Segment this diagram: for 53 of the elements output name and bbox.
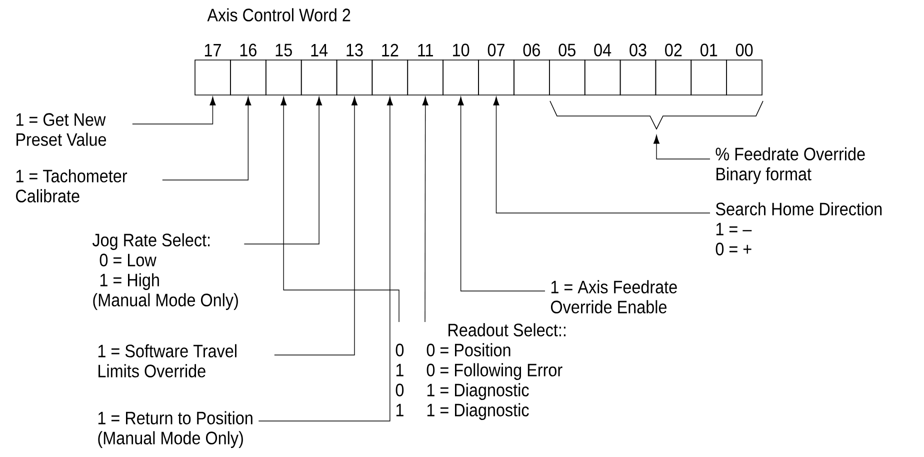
leader-arrow — [653, 135, 710, 160]
annotation-text: % Feedrate Override Binary format — [716, 147, 865, 184]
leader-arrow — [458, 96, 546, 292]
node-label: 02 — [665, 44, 682, 56]
bit-cell: 02 — [655, 44, 692, 96]
leader-arrow — [280, 96, 400, 322]
bit-cell: 06 — [514, 44, 550, 96]
bracket — [550, 100, 764, 130]
bit-cell: 00 — [726, 44, 762, 96]
leader-arrow — [274, 96, 358, 356]
node-label: 01 — [700, 44, 718, 56]
node-label: 17 — [204, 44, 221, 56]
node-label: 10 — [453, 44, 470, 56]
bit-cell: 16 — [230, 44, 266, 96]
leader-arrow — [258, 96, 393, 422]
node-label: 07 — [488, 44, 504, 56]
bit-cell: 12 — [372, 44, 408, 96]
leader-arrow — [493, 96, 710, 214]
bit-cell: 17 — [194, 44, 231, 96]
node-label: 14 — [311, 44, 328, 56]
node-label: 00 — [736, 44, 753, 56]
leader-arrow — [132, 96, 216, 124]
node-label: 16 — [240, 44, 256, 56]
annotation-text: Jog Rate Select: 0 = Low 1 = High (Manual Mode Only) — [92, 233, 238, 310]
bit-cell: 05 — [549, 44, 586, 96]
node-label: 11 — [418, 44, 433, 56]
annotation-text: 1 = Axis Feedrate Override Enable — [550, 280, 677, 314]
bit-cell: 03 — [620, 44, 656, 96]
annotation-text: 1 = Software Travel Limits Override — [98, 344, 236, 378]
node-label: 15 — [276, 44, 292, 56]
leader-arrow — [162, 96, 252, 180]
bit-cell: 07 — [478, 44, 514, 96]
node-label: 06 — [523, 44, 540, 56]
node-label: 03 — [630, 44, 646, 56]
leader-arrow — [244, 96, 322, 244]
node-label: 12 — [382, 44, 398, 56]
node-label: 04 — [594, 44, 612, 56]
readout-table: Readout Select:: 0 0 = Position 1 0 = Following Error 0 1 = Diagnostic 1 1 = Diagnostic — [396, 323, 566, 420]
bit-cell: 15 — [266, 44, 302, 96]
annotation-text: 1 = Tachometer Calibrate — [16, 169, 128, 202]
bit-cell: 04 — [584, 44, 621, 96]
bit-cell: 11 — [407, 44, 444, 96]
title: Axis Control Word 2 — [207, 8, 350, 22]
annotation-text: Search Home Direction 1 = – 0 = + — [716, 202, 882, 256]
annotation-text: 1 = Get New Preset Value — [16, 113, 106, 146]
node-label: 13 — [346, 44, 363, 56]
node-label: 05 — [558, 44, 576, 56]
bit-cell: 14 — [300, 44, 338, 96]
bit-cell: 01 — [690, 44, 727, 96]
bit-cell: 10 — [442, 44, 479, 96]
annotation-text: 1 = Return to Position (Manual Mode Only) — [98, 411, 252, 448]
leader-arrow — [422, 96, 428, 322]
bit-cell: 13 — [336, 44, 373, 96]
